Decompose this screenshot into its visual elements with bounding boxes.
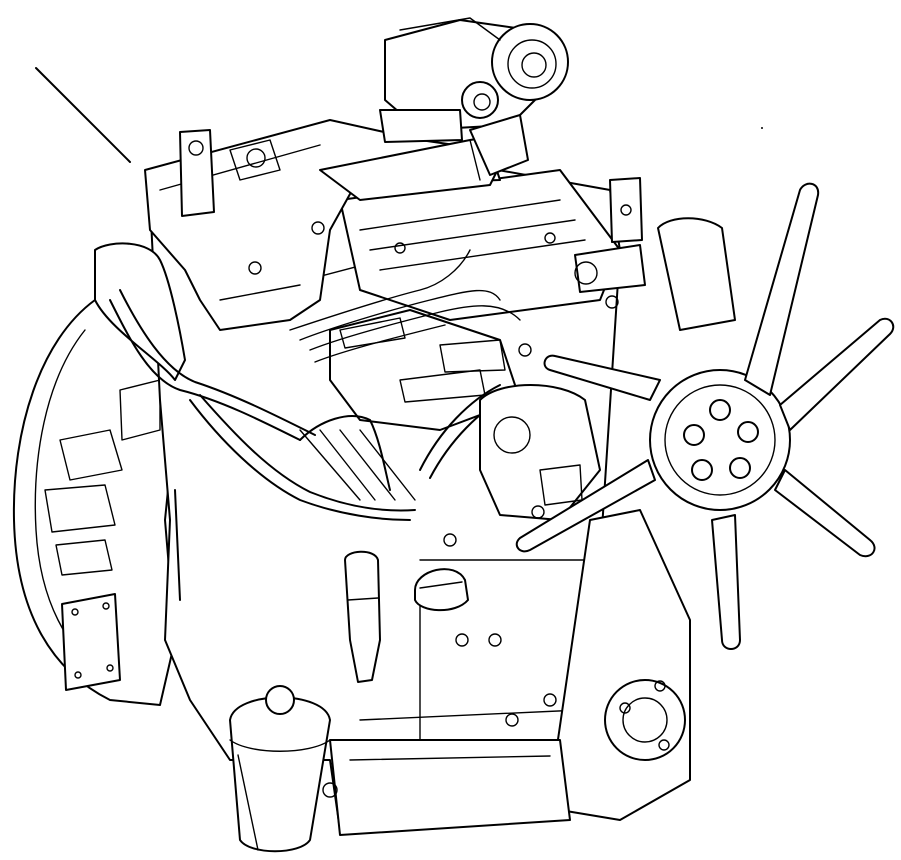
bolts xyxy=(444,296,618,726)
speck xyxy=(761,127,763,129)
wiring-harness xyxy=(95,243,510,520)
oil-filler-cap xyxy=(415,569,468,610)
intake-pipe xyxy=(320,115,528,200)
callout-leader-line xyxy=(36,68,130,162)
turbocharger xyxy=(380,18,568,142)
thermostat-housing xyxy=(575,178,645,292)
cooling-fan xyxy=(517,184,894,649)
valve-cover xyxy=(340,170,620,320)
oil-filter xyxy=(230,686,330,851)
lifting-bracket xyxy=(180,130,214,216)
fuel-filter xyxy=(345,552,380,682)
oil-pan xyxy=(323,740,570,835)
mounting-pad xyxy=(62,594,120,690)
injector-lines xyxy=(290,250,520,500)
front-cover xyxy=(555,510,690,820)
upper-hose xyxy=(658,218,735,330)
fan-hub xyxy=(650,370,790,510)
alternator xyxy=(480,385,600,520)
flywheel-housing xyxy=(14,300,190,705)
dipstick-tube xyxy=(175,490,180,600)
